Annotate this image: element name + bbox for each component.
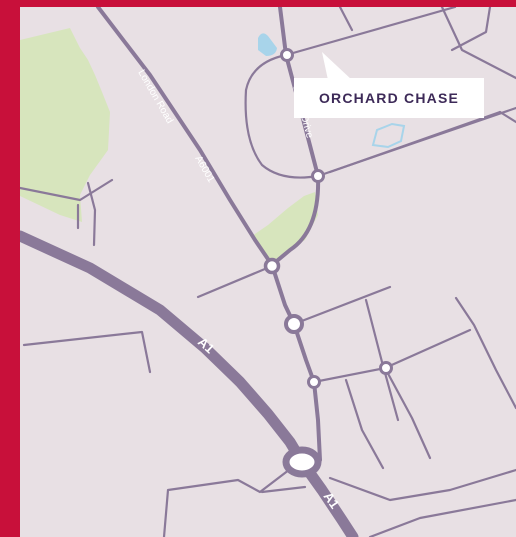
road-west-spur-link	[86, 181, 97, 247]
a1-road	[20, 230, 359, 537]
junction-saxon-north	[280, 48, 294, 62]
road-north-east-d	[450, 7, 492, 52]
road-south-far	[368, 498, 516, 537]
road-east-branch-c	[344, 378, 385, 470]
label-london-road: London Road	[135, 68, 175, 126]
road-east-far	[454, 296, 516, 410]
roundabout-central	[284, 314, 304, 334]
pond-north	[258, 33, 277, 56]
road-center-east	[270, 174, 321, 267]
callout-pointer	[322, 52, 352, 80]
road-north-east-a	[284, 7, 457, 57]
saxon-drive-loop	[244, 53, 320, 179]
road-east-b	[328, 110, 502, 174]
road-north-east-b	[338, 7, 354, 32]
road-north-east-c	[440, 7, 516, 80]
road-east-branch-b	[383, 366, 432, 460]
london-road	[96, 7, 274, 267]
road-west-spur	[20, 178, 114, 202]
map-canvas[interactable]: London Road A6001 Saxon Drive A1 A1 ORCH…	[20, 7, 516, 537]
park-area-west	[20, 28, 110, 222]
junction-saxon-south	[311, 169, 325, 183]
pond-east	[371, 122, 406, 149]
park-area-center	[252, 192, 318, 262]
road-east-mid	[292, 285, 392, 326]
road-west-bottom	[22, 330, 152, 374]
road-link-southwest	[196, 264, 274, 299]
road-east-lower	[312, 328, 472, 384]
road-south-east	[328, 468, 516, 502]
roundabout-a1	[282, 446, 322, 478]
a6001-south	[270, 263, 322, 462]
road-south-west	[162, 458, 304, 537]
road-south-link	[260, 485, 307, 494]
road-east-branch-a	[364, 298, 400, 422]
junction-south-b	[379, 361, 393, 375]
junction-south-a	[307, 375, 321, 389]
junction-london-road	[263, 257, 281, 275]
place-label-callout[interactable]: ORCHARD CHASE	[294, 78, 484, 118]
place-label-text: ORCHARD CHASE	[318, 90, 460, 106]
road-east-c	[498, 110, 516, 124]
